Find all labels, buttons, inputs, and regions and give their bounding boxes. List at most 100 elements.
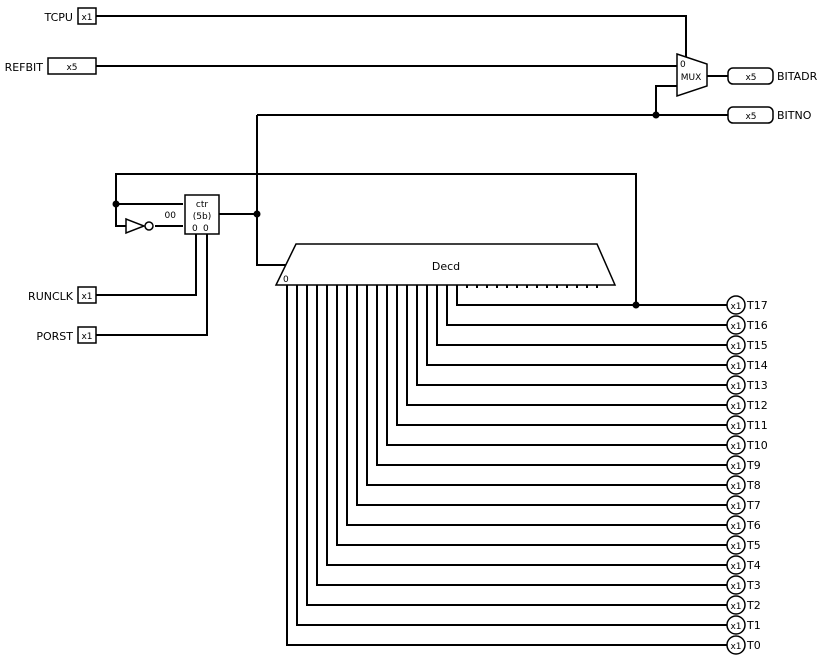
output-pin-width: x1 bbox=[730, 422, 741, 432]
output-pin-circle bbox=[726, 515, 746, 535]
input-refbit-width: x5 bbox=[66, 63, 77, 73]
output-bitno-pin bbox=[727, 106, 774, 124]
wire-mux-in1 bbox=[655, 85, 677, 115]
output-pin-width: x1 bbox=[730, 622, 741, 632]
output-pin-circle bbox=[726, 635, 746, 655]
output-pin-width: x1 bbox=[730, 502, 741, 512]
mux-select-zero: 0 bbox=[680, 60, 686, 70]
output-pin-width: x1 bbox=[730, 582, 741, 592]
input-porst-width: x1 bbox=[81, 332, 92, 342]
output-pin-circle bbox=[726, 435, 746, 455]
output-pin-label: T6 bbox=[746, 519, 761, 532]
counter-pin-b: 0 bbox=[203, 224, 209, 234]
output-pin-circle bbox=[726, 455, 746, 475]
input-tcpu-label: TCPU bbox=[44, 11, 73, 24]
output-pin-width: x1 bbox=[730, 602, 741, 612]
output-t7[interactable]: x1 T7 bbox=[726, 495, 761, 515]
output-pin-label: T10 bbox=[746, 439, 768, 452]
decoder[interactable]: Decd 0 bbox=[274, 243, 617, 286]
output-pin-width: x1 bbox=[730, 342, 741, 352]
counter[interactable]: ctr (5b) 00 0 0 bbox=[165, 194, 220, 235]
output-pin-width: x1 bbox=[730, 562, 741, 572]
wire-decoder-out-t13 bbox=[416, 285, 727, 386]
output-pin-circle bbox=[726, 615, 746, 635]
wire-tcpu bbox=[96, 15, 687, 62]
input-porst[interactable]: PORST x1 bbox=[36, 326, 97, 344]
junction-bitno bbox=[652, 111, 660, 119]
counter-title: ctr bbox=[196, 200, 208, 210]
output-pin-width: x1 bbox=[730, 322, 741, 332]
multiplexer[interactable]: 0 MUX bbox=[676, 52, 708, 98]
counter-init-value: 00 bbox=[165, 211, 177, 221]
input-refbit[interactable]: REFBIT x5 bbox=[5, 57, 97, 75]
wire-decoder-out-t11 bbox=[396, 285, 727, 426]
output-t0[interactable]: x1 T0 bbox=[726, 635, 761, 655]
wire-decoder-out-t7 bbox=[356, 285, 727, 506]
output-pin-circle bbox=[726, 355, 746, 375]
wire-carry-feedback bbox=[115, 173, 637, 305]
output-pin-circle bbox=[726, 335, 746, 355]
output-t5[interactable]: x1 T5 bbox=[726, 535, 761, 555]
output-t15[interactable]: x1 T15 bbox=[726, 335, 768, 355]
output-pin-circle bbox=[726, 595, 746, 615]
output-pin-label: T13 bbox=[746, 379, 768, 392]
output-pin-label: T11 bbox=[746, 419, 768, 432]
output-pin-label: T7 bbox=[746, 499, 761, 512]
output-pin-label: T5 bbox=[746, 539, 761, 552]
output-bitno[interactable]: x5 BITNO bbox=[727, 106, 812, 124]
output-pin-width: x1 bbox=[730, 542, 741, 552]
mux-body bbox=[676, 52, 708, 98]
wire-decoder-out-t12 bbox=[406, 285, 727, 406]
wire-decoder-out-t6 bbox=[346, 285, 727, 526]
inverter[interactable] bbox=[125, 217, 154, 235]
output-pin-label: T0 bbox=[746, 639, 761, 652]
output-bitadr-width: x5 bbox=[745, 73, 756, 83]
output-pin-label: T8 bbox=[746, 479, 761, 492]
output-pin-width: x1 bbox=[730, 302, 741, 312]
output-pin-width: x1 bbox=[730, 462, 741, 472]
output-pin-circle bbox=[726, 555, 746, 575]
output-pin-width: x1 bbox=[730, 362, 741, 372]
output-pin-label: T4 bbox=[746, 559, 761, 572]
output-t11[interactable]: x1 T11 bbox=[726, 415, 768, 435]
wire-decoder-out-t9 bbox=[376, 285, 727, 466]
input-runclk[interactable]: RUNCLK x1 bbox=[28, 286, 97, 304]
output-pin-width: x1 bbox=[730, 642, 741, 652]
decoder-input-pin: 0 bbox=[283, 275, 289, 285]
inverter-body bbox=[125, 217, 147, 235]
output-bitno-label: BITNO bbox=[777, 109, 812, 122]
input-runclk-width: x1 bbox=[81, 292, 92, 302]
output-pin-label: T3 bbox=[746, 579, 761, 592]
inverter-bubble bbox=[144, 221, 154, 231]
input-tcpu[interactable]: TCPU x1 bbox=[44, 7, 97, 25]
output-t3[interactable]: x1 T3 bbox=[726, 575, 761, 595]
output-pin-width: x1 bbox=[730, 402, 741, 412]
counter-body bbox=[184, 194, 220, 235]
counter-pin-a: 0 bbox=[192, 224, 198, 234]
junction-feedback bbox=[112, 200, 120, 208]
output-pin-circle bbox=[726, 395, 746, 415]
wire-porst bbox=[96, 234, 208, 336]
output-pin-label: T1 bbox=[746, 619, 761, 632]
output-t4[interactable]: x1 T4 bbox=[726, 555, 761, 575]
output-pin-label: T15 bbox=[746, 339, 768, 352]
output-pin-width: x1 bbox=[730, 522, 741, 532]
output-t6[interactable]: x1 T6 bbox=[726, 515, 761, 535]
output-bitadr[interactable]: x5 BITADR bbox=[727, 67, 818, 85]
decoder-body bbox=[274, 243, 617, 286]
wire-decoder-out-t5 bbox=[336, 285, 727, 546]
output-t1[interactable]: x1 T1 bbox=[726, 615, 761, 635]
decoder-output-wires bbox=[286, 285, 727, 646]
